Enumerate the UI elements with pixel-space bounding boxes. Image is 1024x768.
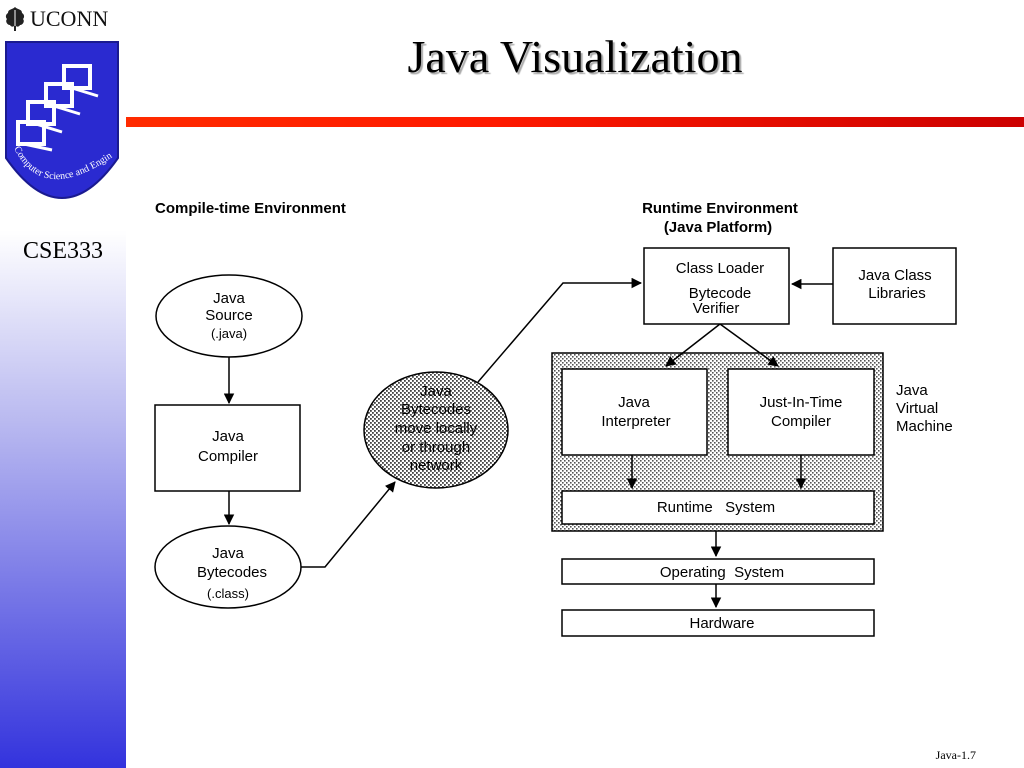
java-source-line-2: Source (205, 307, 253, 324)
network-bytecodes-line-5: network (410, 457, 463, 474)
network-bytecodes-line-3: move locally (395, 420, 478, 437)
operating-system-label: Operating System (660, 564, 784, 581)
class-libraries-line-1: Java Class (858, 267, 931, 284)
operating-system-node (561, 558, 875, 585)
course-code: CSE333 (22, 238, 103, 264)
arrow-network-to-class-loader (477, 277, 643, 383)
runtime-system-label: Runtime System (657, 499, 775, 516)
jit-compiler-line-2: Compiler (771, 413, 831, 430)
interpreter-line-1: Java (618, 394, 650, 411)
institution-name: UCONN (30, 6, 109, 31)
java-bytecodes-line-3: (.class) (207, 586, 249, 601)
runtime-subheading: (Java Platform) (664, 219, 772, 236)
java-bytecodes-line-2: Bytecodes (197, 564, 267, 581)
java-source-line-3: (.java) (211, 326, 247, 341)
slide-title: Java Visualization (407, 31, 743, 82)
class-loader-node (643, 247, 790, 325)
jvm-label-line-3: Machine (896, 418, 953, 435)
jvm-label-line-2: Virtual (896, 400, 938, 417)
runtime-heading: Runtime Environment (642, 200, 798, 217)
runtime-system-node (561, 490, 875, 525)
arrow-bytecodes-to-network (301, 481, 396, 568)
network-bytecodes-line-1: Java (420, 383, 452, 400)
jvm-label-line-1: Java (896, 382, 928, 399)
jit-compiler-node (727, 368, 875, 456)
interpreter-node (561, 368, 708, 456)
jit-compiler-line-1: Just-In-Time (760, 394, 843, 411)
class-loader-line-2: Bytecode (689, 285, 752, 302)
java-compiler-node (154, 404, 301, 492)
class-loader-line-3: Verifier (693, 300, 740, 317)
slide-number: Java-1.7 (935, 748, 976, 762)
title-rule (126, 117, 1024, 127)
java-compiler-line-1: Java (212, 428, 244, 445)
class-loader-line-1: Class Loader (676, 260, 764, 277)
class-libraries-line-2: Libraries (868, 285, 926, 302)
compile-time-heading: Compile-time Environment (155, 200, 346, 217)
cse-logo: Computer Science and Engineering (2, 38, 119, 199)
java-compiler-line-2: Compiler (198, 448, 258, 465)
oak-leaf-icon (5, 7, 25, 31)
network-bytecodes-line-4: or through (402, 439, 470, 456)
network-bytecodes-node (363, 371, 509, 489)
java-source-line-1: Java (213, 290, 245, 307)
interpreter-line-2: Interpreter (601, 413, 670, 430)
network-bytecodes-line-2: Bytecodes (401, 401, 471, 418)
hardware-node (561, 609, 875, 637)
class-libraries-node (832, 247, 957, 325)
arrow-loader-to-interpreter (665, 323, 721, 367)
arrow-loader-to-jit (719, 323, 779, 367)
uconn-brand: UCONN (4, 6, 108, 32)
java-bytecodes-line-1: Java (212, 545, 244, 562)
hardware-label: Hardware (689, 615, 754, 632)
